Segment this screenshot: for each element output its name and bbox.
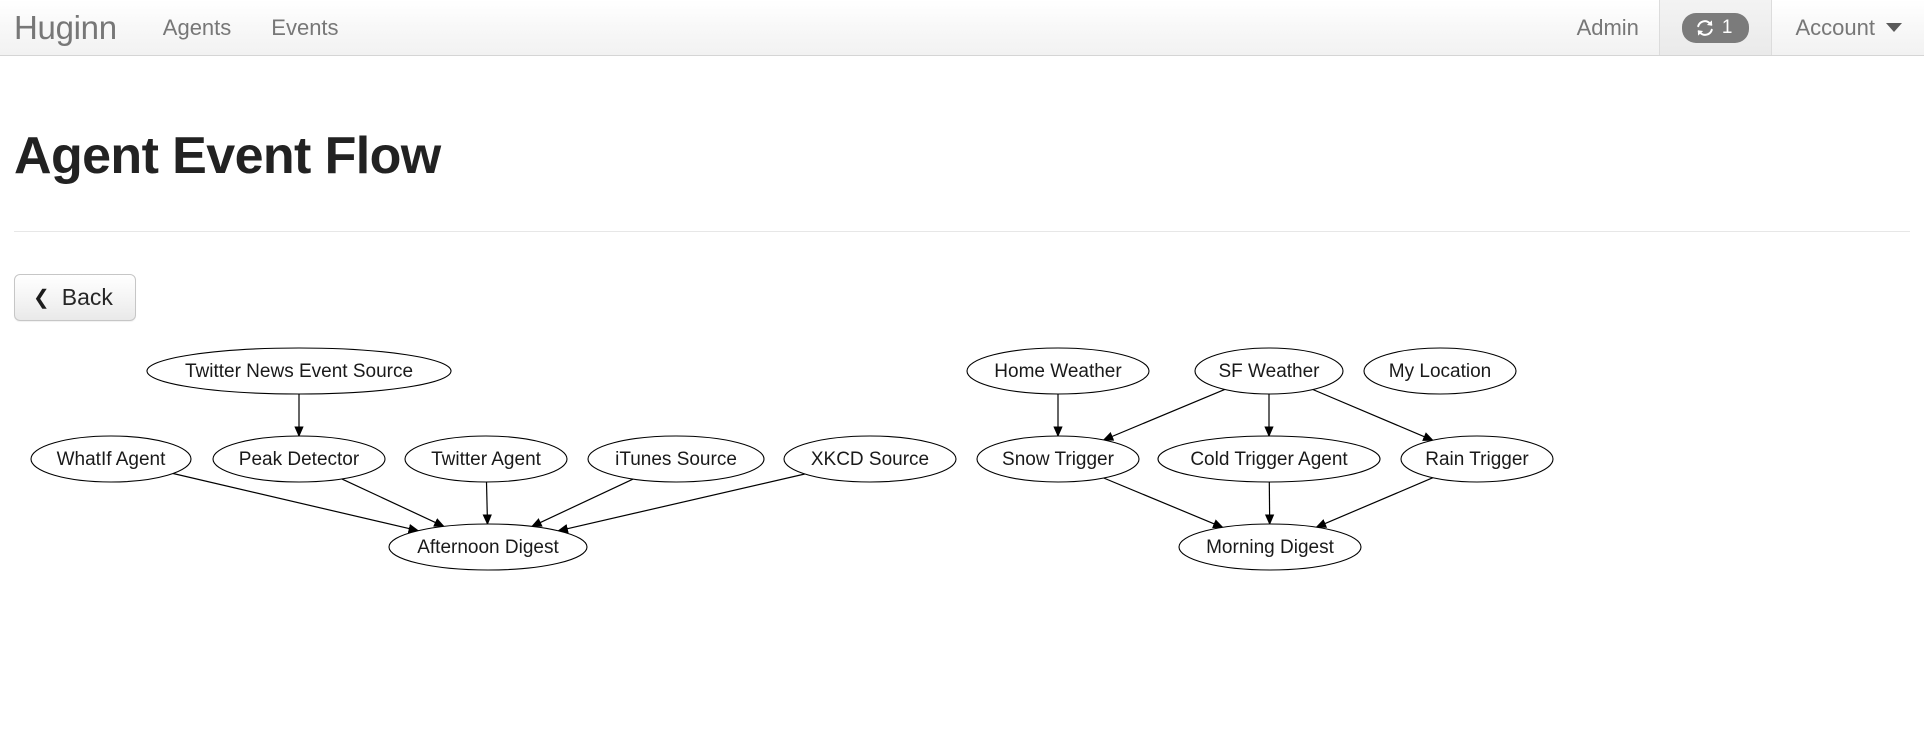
node-ellipse	[1157, 435, 1381, 483]
page-container: Agent Event Flow ❮ Back Twitter News Eve…	[0, 128, 1924, 619]
title-divider	[14, 231, 1910, 233]
graph-node-twitter-news-event-source[interactable]: Twitter News Event Source	[146, 347, 452, 395]
node-ellipse	[587, 435, 765, 483]
graph-node-afternoon-digest[interactable]: Afternoon Digest	[388, 523, 588, 571]
graph-node-home-weather[interactable]: Home Weather	[966, 347, 1150, 395]
node-label: Rain Trigger	[1425, 449, 1529, 470]
node-label: WhatIf Agent	[57, 449, 167, 470]
node-label: Peak Detector	[239, 449, 360, 470]
graph-edge	[1315, 477, 1434, 528]
node-ellipse	[388, 523, 588, 571]
node-label: Home Weather	[994, 361, 1122, 382]
node-label: Afternoon Digest	[417, 537, 559, 558]
page-title: Agent Event Flow	[14, 127, 441, 185]
node-label: iTunes Source	[615, 449, 737, 470]
graph-edge	[1102, 389, 1226, 441]
node-label: Morning Digest	[1206, 537, 1334, 558]
graph-edge	[1103, 477, 1224, 529]
node-ellipse	[146, 347, 452, 395]
graph-edge	[341, 478, 445, 528]
worker-count-label: 1	[1721, 17, 1733, 38]
graph-node-cold-trigger-agent[interactable]: Cold Trigger Agent	[1157, 435, 1381, 483]
graph-node-my-location[interactable]: My Location	[1363, 347, 1517, 395]
node-label: SF Weather	[1218, 361, 1320, 382]
chevron-down-icon	[1886, 23, 1902, 32]
graph-edge	[172, 473, 420, 534]
graph-node-twitter-agent[interactable]: Twitter Agent	[404, 435, 568, 483]
graph-node-morning-digest[interactable]: Morning Digest	[1178, 523, 1362, 571]
chevron-left-icon: ❮	[33, 286, 50, 309]
graph-node-rain-trigger[interactable]: Rain Trigger	[1400, 435, 1554, 483]
nav-link-agents[interactable]: Agents	[162, 14, 232, 40]
node-label: Twitter News Event Source	[185, 361, 413, 382]
node-ellipse	[783, 435, 957, 483]
node-ellipse	[30, 435, 192, 483]
node-label: Cold Trigger Agent	[1190, 449, 1348, 470]
worker-status-cell: 1	[1658, 0, 1772, 55]
sync-icon	[1695, 18, 1715, 38]
back-button-label: Back	[61, 284, 113, 311]
account-dropdown[interactable]: Account	[1772, 0, 1924, 55]
nav-link-admin[interactable]: Admin	[1576, 15, 1639, 40]
node-ellipse	[976, 435, 1140, 483]
node-ellipse	[1363, 347, 1517, 395]
worker-status-badge[interactable]: 1	[1681, 12, 1749, 43]
account-label: Account	[1795, 14, 1876, 40]
back-button[interactable]: ❮ Back	[14, 274, 136, 322]
navbar-right-group: Admin 1 Account	[1557, 0, 1924, 55]
nav-link-events[interactable]: Events	[271, 14, 339, 40]
graph-edge	[557, 473, 805, 534]
graph-node-sf-weather[interactable]: SF Weather	[1194, 347, 1344, 395]
graph-node-itunes-source[interactable]: iTunes Source	[587, 435, 765, 483]
node-label: My Location	[1389, 361, 1491, 382]
graph-edge	[482, 482, 492, 526]
node-label: XKCD Source	[811, 449, 929, 470]
node-ellipse	[1194, 347, 1344, 395]
graph-node-snow-trigger[interactable]: Snow Trigger	[976, 435, 1140, 483]
graph-node-xkcd-source[interactable]: XKCD Source	[783, 435, 957, 483]
graph-node-peak-detector[interactable]: Peak Detector	[212, 435, 386, 483]
node-ellipse	[404, 435, 568, 483]
node-ellipse	[966, 347, 1150, 395]
node-ellipse	[1400, 435, 1554, 483]
graph-edge	[530, 478, 634, 528]
node-ellipse	[212, 435, 386, 483]
top-navbar: Huginn Agents Events Admin 1 Account	[0, 0, 1924, 56]
node-ellipse	[1178, 523, 1362, 571]
brand-logo-huginn[interactable]: Huginn	[14, 8, 117, 46]
node-label: Twitter Agent	[431, 449, 542, 470]
navbar-left-group: Huginn Agents Events	[0, 0, 359, 55]
graph-node-whatif-agent[interactable]: WhatIf Agent	[30, 435, 192, 483]
graph-edges-layer	[172, 389, 1434, 534]
node-label: Snow Trigger	[1002, 449, 1115, 470]
graph-edge	[1312, 389, 1434, 442]
